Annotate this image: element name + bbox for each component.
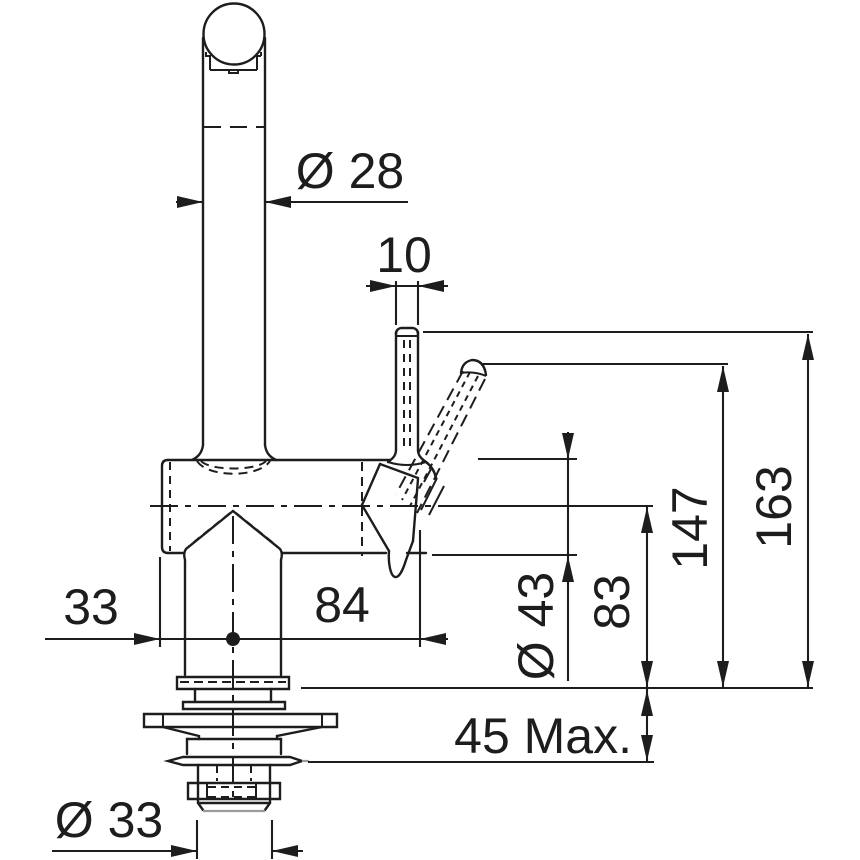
spout-hidden-arc-inner: [200, 460, 267, 470]
lever-flare-left: [386, 448, 398, 464]
cap-lower-edge: [360, 503, 391, 553]
dim-lever-top-height-label: 163: [746, 465, 802, 548]
escutcheon-body: [185, 737, 283, 756]
base-neck: [193, 687, 273, 704]
dim-body-diameter: Ø 43: [432, 432, 577, 681]
dim-origin-dot: [226, 632, 240, 646]
nut-thread-hidden: [208, 786, 255, 798]
dim-center-height: 83: [455, 504, 653, 687]
lever-tilted: [395, 358, 488, 514]
tilted-lever-tip-cap: [459, 358, 488, 377]
cartridge-cap: [360, 460, 445, 579]
cap-left-edge: [360, 462, 382, 507]
mounting-nut-facets: [206, 783, 257, 799]
escutcheon-plate: [142, 712, 339, 729]
cap-bottom-tip: [387, 539, 415, 579]
tilted-lever-inner-1: [401, 371, 471, 501]
lever-vertical: [386, 326, 428, 466]
base-assembly: [142, 675, 339, 813]
dim-shank-diameter-label: Ø 33: [55, 792, 163, 848]
dim-arrow: [641, 507, 653, 533]
mounting-nut: [186, 781, 282, 801]
faucet-outline: [142, 2, 488, 813]
dim-body-diameter-label: Ø 43: [508, 572, 564, 680]
dim-arrow: [641, 735, 653, 761]
spout-head-nub: [228, 69, 239, 74]
spout-head-circle: [202, 2, 266, 66]
spout-flare-left: [190, 443, 205, 462]
dim-arrow: [134, 633, 160, 645]
dim-lever-width-ext: [394, 281, 420, 325]
tilted-lever-left-edge: [395, 370, 464, 495]
cap-surface-lines: [420, 468, 445, 516]
cone-right: [231, 509, 283, 565]
shank-bottom: [196, 801, 272, 812]
dim-spout-to-lever-label: 84: [314, 577, 370, 633]
dim-arrow: [641, 661, 653, 687]
dim-spout-diameter: Ø 28: [176, 143, 408, 208]
cap-right-edge: [411, 477, 420, 543]
dim-arrow: [717, 366, 729, 392]
escutcheon-plate-ends: [162, 714, 323, 727]
tilted-lever-right-edge: [416, 378, 486, 514]
base-washer: [181, 700, 287, 711]
spout-flare-right: [263, 443, 278, 462]
spout-hidden-arc-outer: [196, 460, 271, 475]
dimensions: Ø 28 10 33 84 Ø 43: [45, 143, 814, 859]
dim-arrow: [562, 556, 574, 582]
shank-thread-hidden: [216, 766, 252, 781]
dim-arrow: [641, 690, 653, 716]
dim-lever-width: 10: [366, 227, 448, 325]
cone-left: [183, 509, 235, 565]
dim-spout-diameter-label: Ø 28: [296, 143, 404, 199]
cap-top-edge: [378, 462, 420, 480]
dim-center-height-label: 83: [584, 574, 640, 630]
counter-gasket: [163, 755, 306, 767]
tilted-lever-inner-2: [409, 375, 479, 507]
dim-arrow: [717, 661, 729, 687]
dim-offsets-ext: [158, 530, 422, 647]
dim-arrow: [418, 280, 444, 292]
dim-shank-diameter: Ø 33: [52, 792, 303, 859]
dim-lever-top-height: 163: [423, 330, 814, 687]
lever-top-cap: [394, 326, 420, 336]
dim-arrow: [562, 433, 574, 459]
dim-arrow: [370, 280, 396, 292]
cone-left-hidden: [188, 512, 231, 547]
dim-arrow: [420, 633, 446, 645]
escutcheon-slants: [161, 725, 324, 741]
dim-arrow: [177, 196, 203, 208]
dim-counter-thickness: 45 Max.: [301, 686, 813, 764]
dim-lever-tip-height: 147: [481, 362, 729, 687]
spout-head-bracket: [205, 52, 262, 71]
dim-shank-ext: [195, 820, 274, 859]
dim-lever-tip-height-label: 147: [662, 486, 718, 569]
dim-arrow: [802, 661, 814, 687]
dim-body-diameter-ext: [432, 457, 577, 557]
dim-counter-thickness-label: 45 Max.: [454, 708, 632, 764]
dim-arrow: [171, 845, 197, 857]
cone-right-hidden: [235, 512, 278, 547]
dim-offsets-row: 33 84: [45, 530, 448, 647]
dim-lever-width-label: 10: [376, 227, 432, 283]
tilted-lever-tip-seam: [460, 371, 487, 377]
dim-arrow: [272, 845, 298, 857]
dim-arrow: [265, 196, 291, 208]
dim-left-offset-label: 33: [63, 579, 119, 635]
base-flange: [175, 675, 291, 691]
dim-arrow: [802, 334, 814, 360]
